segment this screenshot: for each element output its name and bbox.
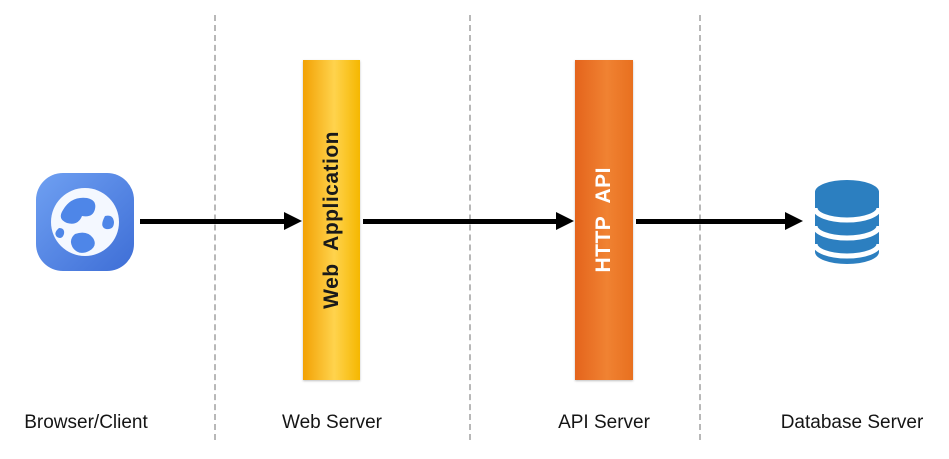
web-application-bar: Web Application (303, 60, 360, 380)
database-icon (812, 180, 882, 264)
arrow-webapp-to-api (363, 212, 574, 230)
zone-label-api-server: API Server (558, 412, 650, 433)
zone-separator (214, 15, 216, 440)
browser-client-node (35, 172, 135, 272)
zone-separator (699, 15, 701, 440)
zone-label-database-server: Database Server (780, 412, 924, 433)
zone-separator (469, 15, 471, 440)
web-application-bar-label: Web Application (319, 131, 343, 309)
database-node (805, 176, 889, 268)
arrow-browser-to-webapp (140, 212, 302, 230)
arrow-api-to-database (636, 212, 803, 230)
zone-label-browser-client: Browser/Client (24, 412, 148, 433)
zone-label-web-server: Web Server (282, 412, 382, 433)
globe-icon (36, 173, 134, 271)
http-api-bar-label: HTTP API (592, 167, 615, 273)
http-api-bar: HTTP API (575, 60, 633, 380)
